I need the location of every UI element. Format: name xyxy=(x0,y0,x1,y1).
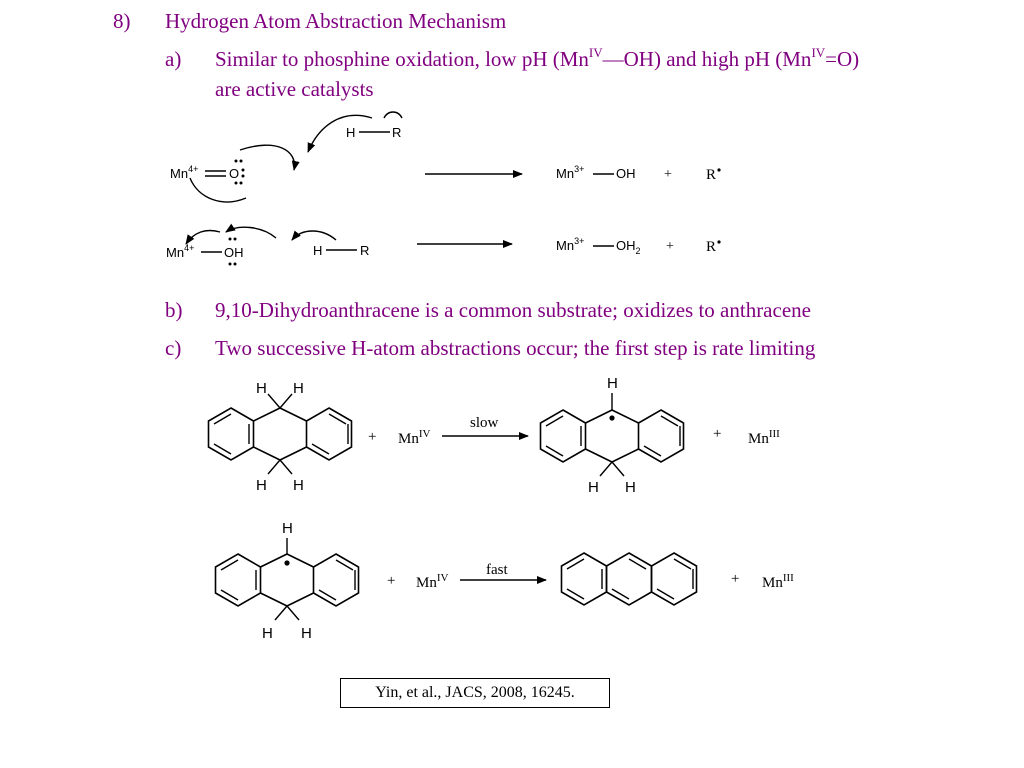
item-a-marker: a) xyxy=(165,47,182,71)
heading-title: Hydrogen Atom Abstraction Mechanism xyxy=(165,9,507,33)
item-b-marker: b) xyxy=(165,298,183,322)
dha-h-top-right: H xyxy=(293,380,304,397)
item-a-text-2: —OH) and high pH (Mn xyxy=(602,47,812,71)
s1r1-hr-h: H xyxy=(346,125,355,140)
s1r1-prod-oh: OH xyxy=(616,166,636,181)
item-c-marker: c) xyxy=(165,336,182,360)
s1r1-hr-r: R xyxy=(392,125,401,140)
item-a-line1: Similar to phosphine oxidation, low pH (… xyxy=(215,46,859,72)
s1r1-mn: Mn4+ xyxy=(170,164,198,181)
s1r2-hr-r: R xyxy=(360,243,369,258)
s2s2-arrow-label: fast xyxy=(486,562,508,578)
s2s2-product-mn: MnIII xyxy=(762,572,794,591)
radical-intermediate-structure xyxy=(539,393,685,477)
radical2-h-bottom-right: H xyxy=(301,625,312,642)
s2s1-product-mn: MnIII xyxy=(748,428,780,447)
s1r2-plus: + xyxy=(666,239,674,254)
dha-h-bottom-left: H xyxy=(256,477,267,494)
s1r1-curved-arrow-1 xyxy=(383,111,403,119)
heading-number: 8) xyxy=(113,9,131,33)
s2s1-plus-1: + xyxy=(368,429,376,445)
s2s2-plus-2: + xyxy=(731,571,739,587)
item-b-text: 9,10-Dihydroanthracene is a common subst… xyxy=(215,298,811,322)
scheme1-reaction1: H R Mn4+ O Mn3+ OH + R xyxy=(170,111,721,203)
s2r-curved-arrow-1 xyxy=(185,229,221,245)
s1r1-radical: R xyxy=(706,167,716,183)
s1r1-o: O xyxy=(229,166,239,181)
radical-h-bottom-left: H xyxy=(588,479,599,496)
item-c-text: Two successive H-atom abstractions occur… xyxy=(215,336,816,360)
radical2-h-bottom-left: H xyxy=(262,625,273,642)
radical-h-bottom-right: H xyxy=(625,479,636,496)
radical-structure-2 xyxy=(214,538,360,621)
radical2-h-top: H xyxy=(282,520,293,537)
item-a-line2: are active catalysts xyxy=(215,77,374,101)
item-a-text-3: =O) xyxy=(825,47,860,71)
dihydroanthracene-structure xyxy=(207,393,353,475)
s1r2-mn: Mn4+ xyxy=(166,243,194,260)
anthracene-structure xyxy=(560,552,698,606)
s1r2-oh: OH xyxy=(224,245,244,260)
item-a-sup-2: IV xyxy=(811,45,826,60)
radical-h-top: H xyxy=(607,375,618,392)
s1r1-prod-mn: Mn3+ xyxy=(556,164,584,181)
s2s2-plus-1: + xyxy=(387,573,395,589)
s1r2-radical: R xyxy=(706,239,716,255)
s1r2-prod-mn: Mn3+ xyxy=(556,236,584,253)
s2s2-mn: MnIV xyxy=(416,572,449,591)
dha-h-bottom-right: H xyxy=(293,477,304,494)
scheme2-step2: H H H + MnIV fast + MnIII xyxy=(214,520,794,642)
s2s1-plus-2: + xyxy=(713,426,721,442)
s2r-curved-arrow-2 xyxy=(225,223,277,239)
citation-box: Yin, et al., JACS, 2008, 16245. xyxy=(340,678,610,708)
scheme2-step1: H H H H + MnIV slow xyxy=(207,375,780,496)
s2s1-arrow-label: slow xyxy=(470,415,499,431)
s2s1-mn: MnIV xyxy=(398,428,431,447)
s1r1-curved-arrow-3 xyxy=(239,144,300,171)
s1r2-hr-h: H xyxy=(313,243,322,258)
s1r2-prod-oh: OH2 xyxy=(616,238,641,256)
s1r1-curved-arrow-4 xyxy=(189,177,247,203)
s1r1-curved-arrow-2 xyxy=(307,114,373,153)
s1r1-plus: + xyxy=(664,167,672,182)
scheme1-reaction2: Mn4+ OH H R Mn3+ OH2 + R xyxy=(166,223,721,266)
item-a-text-1: Similar to phosphine oxidation, low pH (… xyxy=(215,47,589,71)
s2r-curved-arrow-3 xyxy=(291,230,337,241)
item-a-sup-1: IV xyxy=(588,45,603,60)
dha-h-top-left: H xyxy=(256,380,267,397)
